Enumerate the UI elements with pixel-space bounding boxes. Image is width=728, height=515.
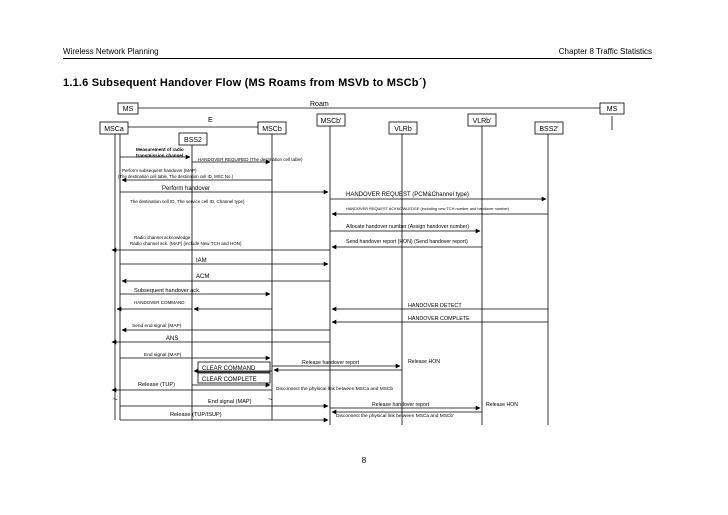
note-line: transmission channel — [136, 153, 183, 158]
running-header-right: Chapter 8 Traffic Statistics — [558, 47, 652, 56]
lifelines — [114, 116, 613, 425]
clear-complete-box — [197, 372, 271, 384]
label-clear-command: CLEAR COMMAND — [202, 366, 256, 372]
label-clear-complete: CLEAR COMPLETE — [202, 377, 257, 383]
break-mark-left: ~ — [113, 395, 118, 404]
label-release-tup-isup: Release (TUP/ISUP) — [170, 412, 222, 418]
label-subsequent-ack: Subsequent handover ack. — [134, 288, 201, 294]
label-handover-detect: HANDOVER DETECT — [408, 303, 462, 309]
e-interface-label: E — [208, 117, 213, 124]
note-destination-info: The destination cell ID, The service cel… — [130, 199, 245, 204]
label-disconnect-1: Disconnect the physical link between MSC… — [276, 386, 393, 392]
label-end-signal-1: End signal (MAP) — [144, 352, 182, 358]
entity-label: MS — [607, 106, 618, 113]
roam-label: Roam — [310, 101, 329, 108]
note-perform-subsequent: Perform subsequent handover (MAP) — [122, 168, 197, 173]
entity-label: MSCa — [104, 126, 124, 133]
entity-label: MSCb' — [321, 118, 342, 125]
running-header-left: Wireless Network Planning — [63, 47, 159, 56]
note-radio-channel-ack-detail: Radio channel ack. (MAP) (include New TC… — [130, 241, 242, 246]
label-iam: IAM — [196, 258, 207, 264]
label-handover-required: HANDOVER REQUIRED (The destination cell … — [198, 157, 303, 162]
entity-vlrb: VLRb — [388, 121, 418, 135]
label-ans: ANS — [166, 336, 178, 342]
label-send-end-signal: Send end signal (MAP) — [132, 323, 182, 329]
break-mark-right: ~ — [268, 395, 273, 404]
entity-label: MSCb — [262, 126, 282, 133]
label-disconnect-2: Disconnect the physical link between MSC… — [336, 413, 454, 419]
label-release-tup: Release (TUP) — [138, 382, 175, 388]
header-rule — [63, 58, 652, 59]
entity-bss2: BSS2 — [178, 132, 208, 146]
note-radio-channel-ack: Radio channel acknowledge — [134, 235, 191, 240]
messages — [111, 154, 548, 423]
entity-ms-right: MS — [599, 102, 625, 115]
section-title: 1.1.6 Subsequent Handover Flow (MS Roams… — [63, 77, 427, 89]
label-handover-request-ack: HANDOVER REQUEST ACKNOWLEDGE (including … — [346, 206, 510, 211]
note-perform-subsequent-detail: (The destination cell table, The destina… — [118, 174, 234, 179]
entity-mscb-prime: MSCb' — [316, 113, 346, 127]
entity-label: VLRb — [394, 126, 412, 133]
label-release-hon-2: Release HON — [486, 402, 518, 408]
label-handover-command: HANDOVER COMMAND — [134, 300, 185, 305]
entity-label: VLRb' — [473, 118, 492, 125]
entity-msca: MSCa — [99, 121, 129, 135]
entity-bss2-prime: BSS2' — [534, 121, 564, 135]
label-release-hon-1: Release HON — [408, 359, 440, 365]
entity-label: BSS2 — [184, 137, 202, 144]
entity-label: MS — [123, 106, 134, 113]
label-end-signal-2: End signal (MAP) — [208, 399, 252, 405]
note-measurement: Measurement of radio transmission channe… — [136, 147, 185, 158]
label-handover-request: HANDOVER REQUEST (PCM&Channel type) — [346, 192, 469, 198]
entity-vlrb-prime: VLRb' — [467, 113, 497, 127]
label-release-report-2: Release handover report — [372, 402, 430, 408]
label-allocate-number: Allocate handover number (Assign handove… — [346, 224, 469, 230]
label-acm: ACM — [196, 274, 209, 280]
entity-mscb: MSCb — [257, 121, 287, 135]
clear-command-box — [197, 361, 271, 373]
label-send-report: Send handover report (HON) (Send handove… — [346, 239, 468, 245]
entity-ms-left: MS — [117, 102, 139, 115]
label-release-report-1: Release handover report — [302, 360, 360, 366]
entity-label: BSS2' — [539, 126, 558, 133]
label-perform-handover: Perform handover — [162, 186, 210, 192]
label-handover-complete: HANDOVER COMPLETE — [408, 316, 470, 322]
note-line: Measurement of radio — [136, 147, 184, 152]
page-number: 8 — [361, 456, 367, 465]
message-labels: HANDOVER REQUIRED (The destination cell … — [118, 157, 518, 419]
